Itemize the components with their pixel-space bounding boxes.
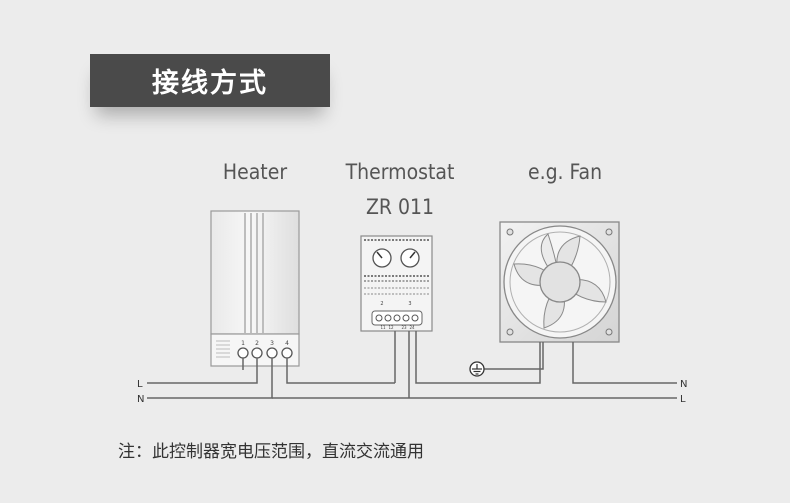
fan-device: [499, 221, 620, 343]
thermostat-top-label-3: 3: [408, 301, 411, 307]
thermostat-device: 2 3 11 12 23 24: [360, 235, 433, 332]
thermostat-terminal-label-11: 11: [380, 325, 386, 330]
heater-terminal-label-3: 3: [270, 340, 274, 347]
line-label-right-top: N: [680, 379, 687, 390]
thermostat-terminal-label-23: 23: [401, 325, 407, 330]
heater-terminal-label-2: 2: [255, 340, 259, 347]
heater-terminal-2: [251, 347, 263, 359]
wire-heater-4-to-thermostat: [286, 358, 395, 384]
fan-label: e.g. Fan: [527, 160, 603, 184]
heater-terminal-label-1: 1: [241, 340, 245, 347]
wire-thermostat-to-fan: [415, 331, 541, 384]
thermostat-top-label-2: 2: [380, 301, 383, 307]
heater-terminal-4: [281, 347, 293, 359]
wire-ground-to-fan: [484, 342, 544, 370]
heater-terminal-1: [237, 347, 249, 359]
heater-terminal-label-4: 4: [285, 340, 289, 347]
thermostat-terminal-label-12: 12: [388, 325, 394, 330]
thermostat-terminal-label-24: 24: [409, 325, 415, 330]
ground-icon: [469, 361, 485, 377]
wire-fan-to-n: [572, 342, 677, 384]
footnote: 注：此控制器宽电压范围，直流交流通用: [118, 442, 424, 462]
thermostat-model-label: ZR 011: [365, 195, 435, 219]
page-title: 接线方式: [152, 68, 268, 99]
thermostat-label: Thermostat: [345, 160, 455, 184]
heater-label: Heater: [222, 160, 288, 184]
line-label-right-bottom: L: [680, 394, 686, 405]
line-label-left-top: L: [137, 379, 143, 390]
heater-terminal-3: [266, 347, 278, 359]
line-label-left-bottom: N: [137, 394, 144, 405]
title-banner: 接线方式: [90, 54, 330, 107]
heater-device: 1 2 3 4: [210, 210, 300, 367]
fan-hub: [539, 261, 581, 303]
wire-l-to-heater-2: [147, 358, 258, 384]
wires: [147, 331, 677, 399]
